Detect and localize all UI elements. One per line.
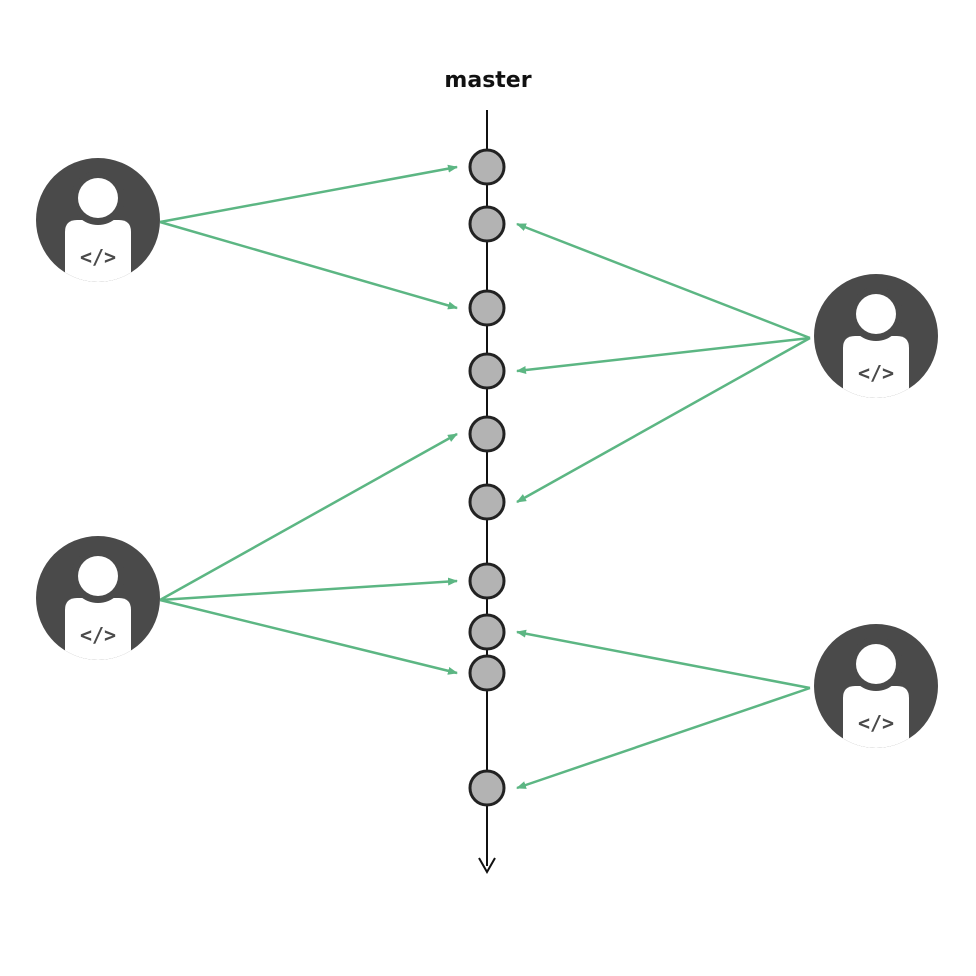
commit-node: [468, 483, 506, 521]
code-glyph: </>: [80, 245, 116, 269]
developer-icon: </>: [814, 624, 938, 748]
avatar-body: [843, 686, 909, 748]
commit-arrow: [516, 686, 811, 790]
commit-arrow: [159, 432, 458, 602]
commits-layer: [468, 148, 506, 807]
commit-arrow: [516, 629, 811, 690]
developer-icon: </>: [814, 274, 938, 398]
commit-arrow: [159, 220, 458, 310]
commit-node: [468, 613, 506, 651]
commit-node: [468, 148, 506, 186]
developer-icon: </>: [36, 158, 160, 282]
arrows-layer: [159, 164, 811, 790]
code-glyph: </>: [858, 711, 894, 735]
code-glyph: </>: [80, 623, 116, 647]
avatar-body: [843, 336, 909, 398]
avatar-head: [78, 178, 118, 218]
commit-arrow: [159, 577, 458, 602]
commit-node: [468, 769, 506, 807]
avatar-body: [65, 598, 131, 660]
code-glyph: </>: [858, 361, 894, 385]
commit-arrow: [516, 336, 811, 504]
commit-node: [468, 205, 506, 243]
commit-node: [468, 352, 506, 390]
commit-arrow: [159, 598, 458, 675]
commit-arrow: [516, 222, 811, 340]
avatar-head: [856, 294, 896, 334]
commit-node: [468, 289, 506, 327]
commit-node: [468, 562, 506, 600]
avatar-head: [856, 644, 896, 684]
commit-arrow: [159, 164, 458, 224]
branch-end-arrow: [478, 857, 496, 875]
commit-node: [468, 415, 506, 453]
commit-arrow: [516, 336, 811, 374]
branch-label: master: [444, 68, 532, 93]
developer-icon: </>: [36, 536, 160, 660]
avatars-layer: </> </> </> </>: [36, 158, 938, 748]
commit-node: [468, 654, 506, 692]
avatar-head: [78, 556, 118, 596]
avatar-body: [65, 220, 131, 282]
